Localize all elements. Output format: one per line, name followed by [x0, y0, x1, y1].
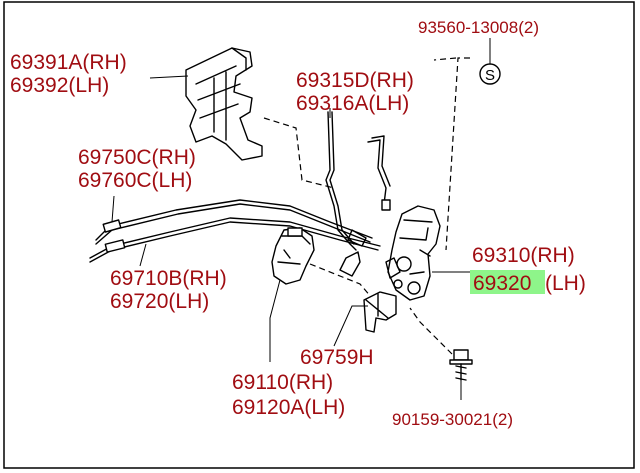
dash-screw-2: [433, 57, 457, 61]
label-69392-lh: 69392(LH): [10, 74, 109, 97]
dash-screw-1: [445, 57, 470, 251]
label-69320-lh: (LH): [545, 272, 586, 295]
label-69760c-lh: 69760C(LH): [78, 169, 192, 192]
leader-69759: [333, 305, 368, 347]
leader-69391: [149, 75, 189, 79]
label-69391a-rh: 69391A(RH): [10, 51, 127, 74]
label-69310-rh: 69310(RH): [472, 244, 575, 267]
diagram-frame: [3, 1, 635, 469]
screw-symbol-letter: S: [485, 67, 495, 84]
lock-bracket: [363, 291, 397, 333]
label-69110-rh: 69110(RH): [232, 371, 333, 394]
inside-handle: [271, 227, 315, 285]
lock-rods: [325, 111, 391, 251]
label-69720-lh: 69720(LH): [110, 290, 209, 313]
leader-69750: [111, 195, 115, 223]
label-90159-30021: 90159-30021(2): [392, 410, 513, 429]
dash-bolt: [409, 307, 453, 355]
outside-handle: [185, 47, 263, 161]
screw-symbol-group: S: [479, 63, 501, 85]
label-93560-13008: 93560-13008(2): [418, 18, 539, 37]
label-69120a-lh: 69120A(LH): [232, 396, 345, 419]
label-69710b-rh: 69710B(RH): [110, 267, 227, 290]
label-69320-number: 69320: [473, 272, 531, 295]
label-69315d-rh: 69315D(RH): [296, 69, 414, 92]
leader-69710: [139, 243, 147, 267]
label-69316a-lh: 69316A(LH): [296, 92, 409, 115]
label-69750c-rh: 69750C(RH): [78, 146, 196, 169]
dash-handle-rod: [263, 117, 335, 189]
door-lock-assembly: [385, 205, 441, 301]
highlight-69320: [470, 270, 545, 294]
dash-inside-handle: [309, 263, 373, 299]
bolt: [449, 349, 473, 381]
cables: [89, 199, 381, 277]
label-69759h: 69759H: [300, 346, 374, 369]
leader-69110: [269, 279, 281, 362]
